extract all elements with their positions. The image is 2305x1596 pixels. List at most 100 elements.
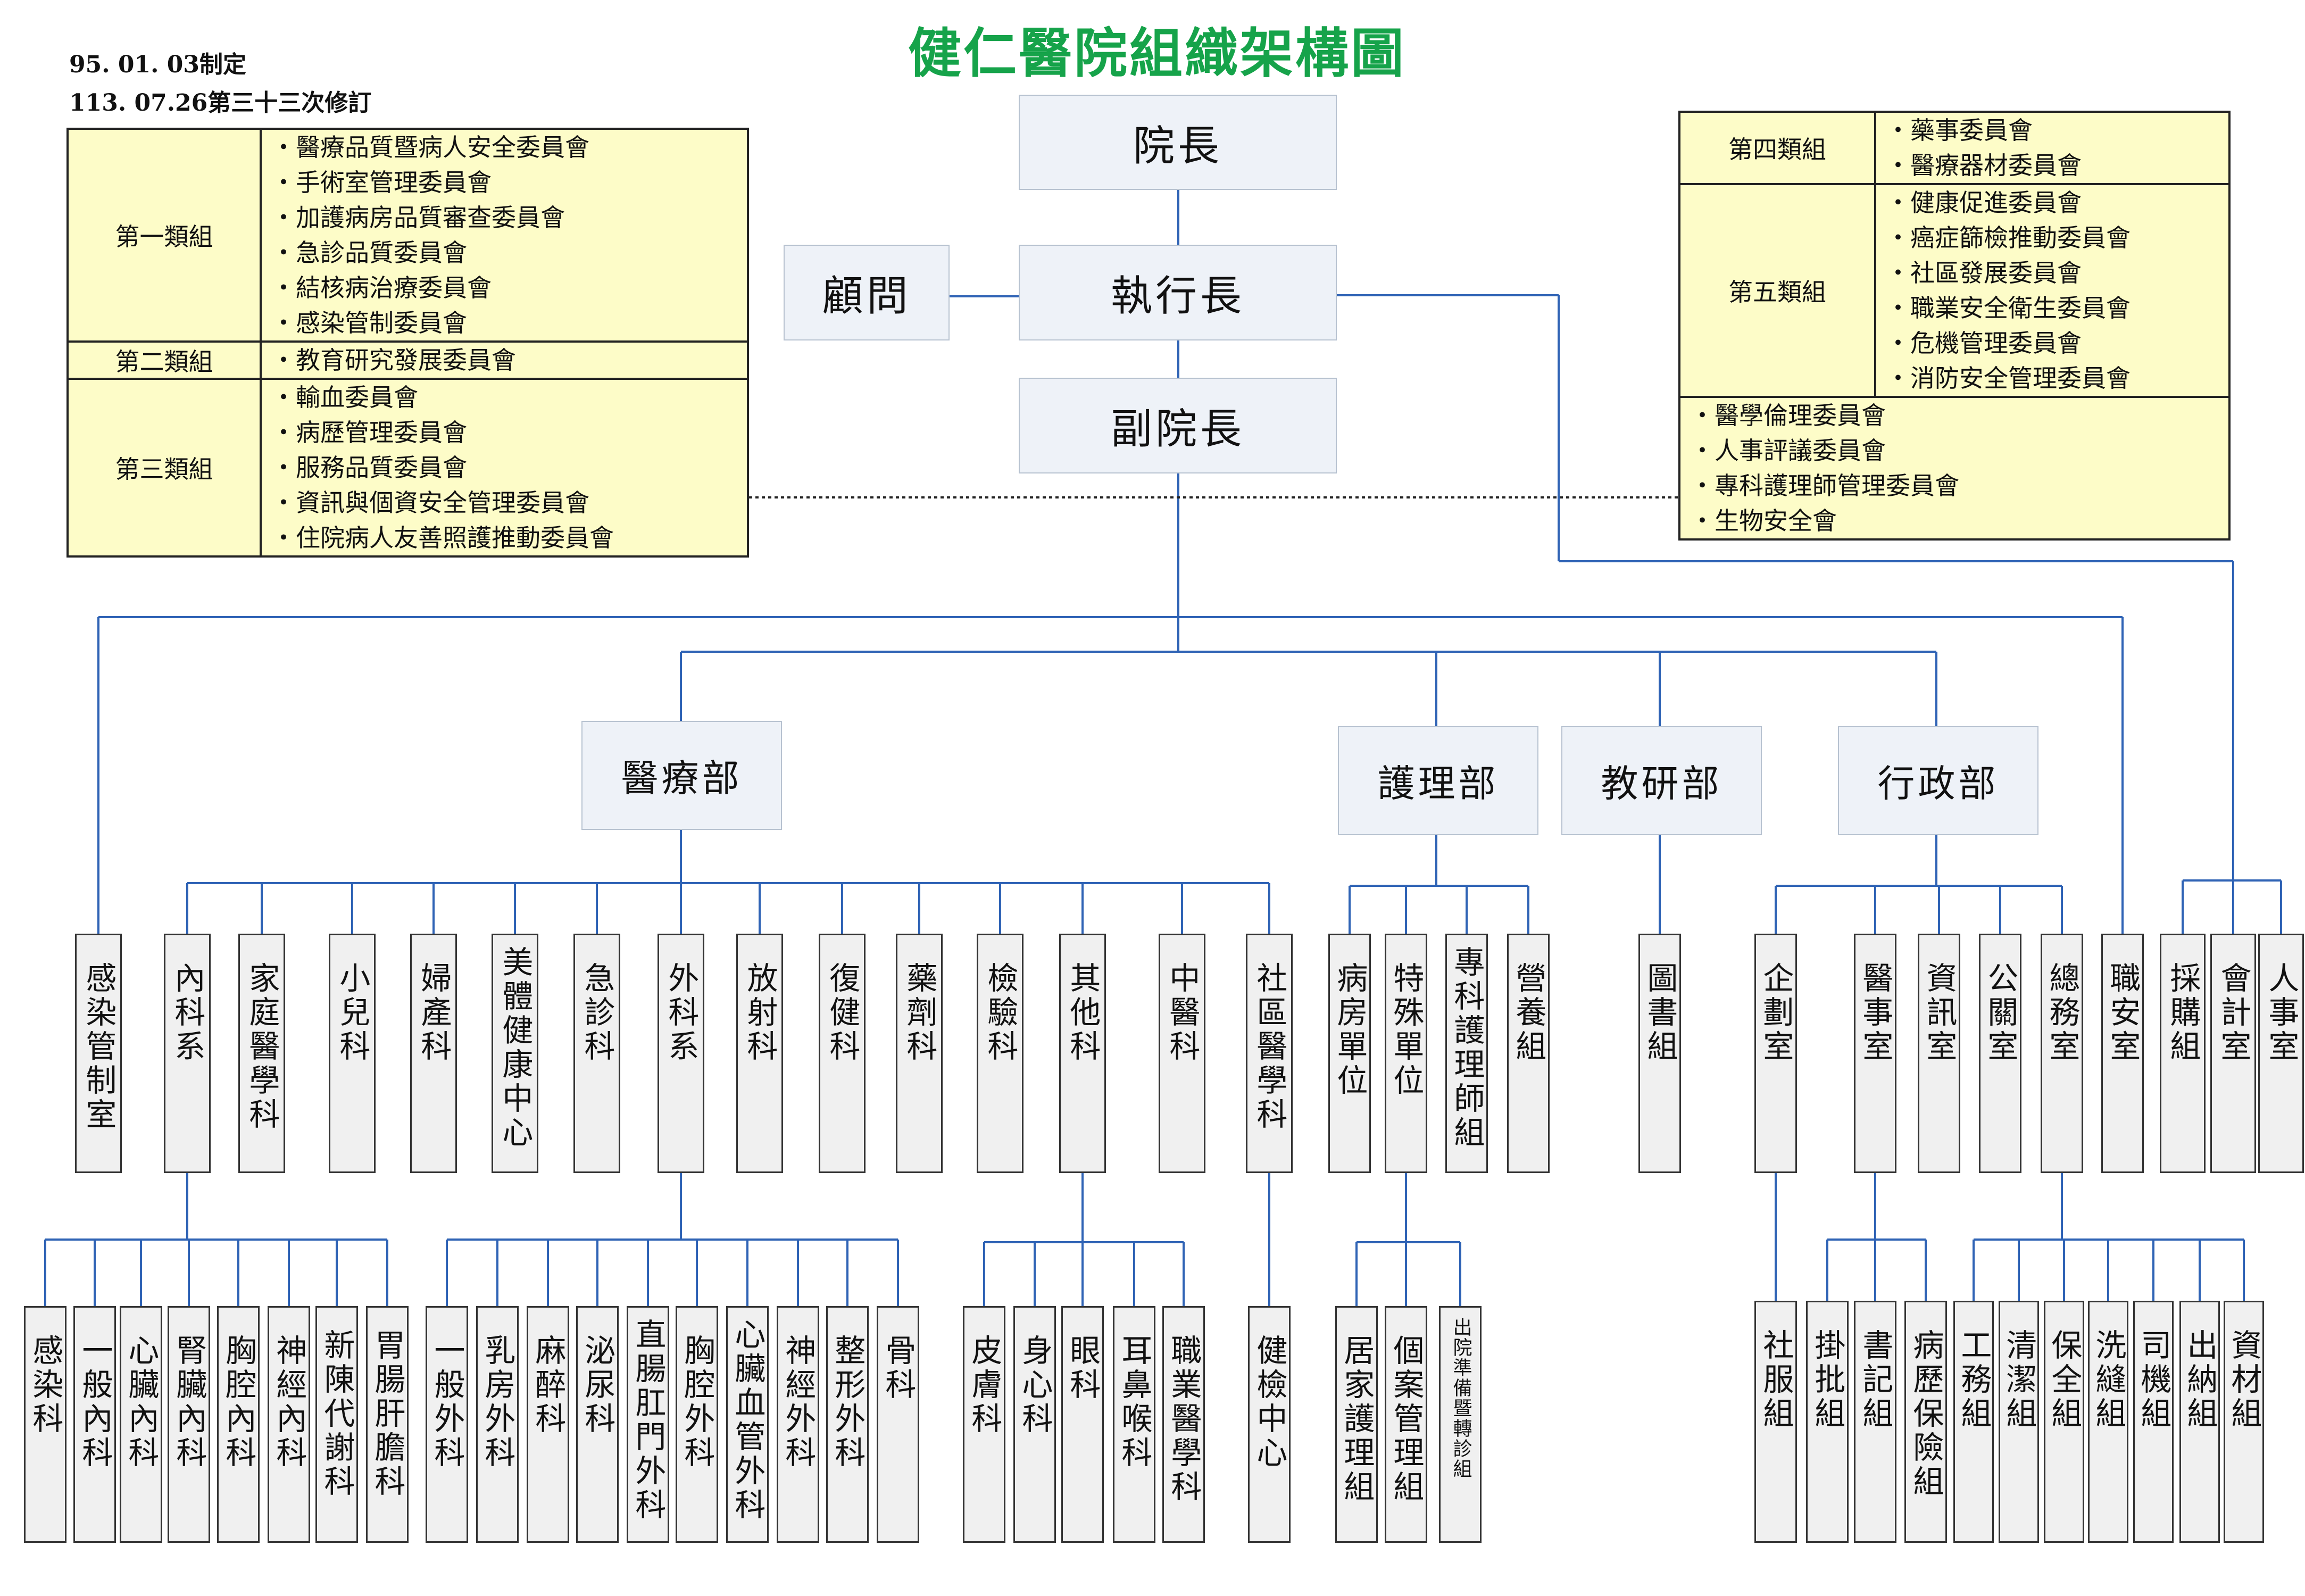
subunit-surgery: 骨科: [877, 1306, 919, 1543]
unit-nursing: 營養組: [1507, 934, 1550, 1173]
group-label: 第四類組: [1678, 111, 1876, 185]
president-box: 院長: [1019, 95, 1337, 190]
unit-label: 中醫科: [1164, 962, 1201, 1064]
committee-group-row: 第五類組 ・健康促進委員會 ・癌症篩檢推動委員會 ・社區發展委員會 ・職業安全衛…: [1678, 183, 2231, 398]
unit-medical: 其他科: [1059, 934, 1106, 1173]
unit-label: 整形外科: [829, 1334, 866, 1470]
committee-item: ・健康促進委員會: [1886, 188, 2082, 217]
subunit-other: 皮膚科: [963, 1306, 1005, 1543]
subunit-surgery: 胸腔外科: [676, 1306, 718, 1543]
unit-label: 檢驗科: [982, 962, 1019, 1064]
unit-label: 洗縫組: [2090, 1329, 2127, 1431]
committee-item: ・輸血委員會: [271, 383, 418, 412]
unit-medical: 急診科: [573, 934, 620, 1173]
unit-medical: 社區醫學科: [1246, 934, 1293, 1173]
unit-label: 腎臟內科: [171, 1334, 207, 1470]
subunit-internal: 心臟內科: [120, 1306, 162, 1543]
unit-medical: 放射科: [736, 934, 783, 1173]
unit-label: 放射科: [742, 962, 778, 1064]
subunit-other: 耳鼻喉科: [1113, 1306, 1155, 1543]
unit-label: 一般外科: [429, 1334, 465, 1470]
committee-item: ・手術室管理委員會: [271, 168, 492, 197]
dept-research: 教研部: [1561, 726, 1762, 835]
unit-label: 公關室: [1982, 962, 2019, 1064]
unit-medical: 檢驗科: [977, 934, 1023, 1173]
committee-item: ・加護病房品質審查委員會: [271, 203, 565, 232]
unit-medical: 復健科: [819, 934, 866, 1173]
unit-admin: 公關室: [1979, 934, 2021, 1173]
unit-label: 神經外科: [780, 1334, 817, 1470]
dept-medical: 醫療部: [581, 721, 782, 830]
unit-label: 病房單位: [1332, 962, 1368, 1098]
unit-ceo: 人事室: [2258, 934, 2304, 1173]
unit-label: 急診科: [579, 962, 615, 1064]
committee-item: ・消防安全管理委員會: [1886, 364, 2131, 393]
unit-label: 胸腔內科: [220, 1334, 257, 1470]
unit-nursing: 病房單位: [1328, 934, 1371, 1173]
committee-group-row: ・醫學倫理委員會 ・人事評議委員會 ・專科護理師管理委員會 ・生物安全會: [1678, 396, 2231, 541]
unit-label: 胸腔外科: [679, 1334, 715, 1470]
unit-label: 皮膚科: [966, 1334, 1003, 1436]
committee-item: ・資訊與個資安全管理委員會: [271, 488, 589, 517]
unit-medical: 內科系: [164, 934, 211, 1173]
subunit-special: 居家護理組: [1335, 1306, 1378, 1543]
unit-label: 內科系: [169, 962, 206, 1064]
committee-item: ・癌症篩檢推動委員會: [1886, 223, 2131, 252]
unit-label: 直腸肛門外科: [630, 1318, 667, 1523]
subunit-general: 保全組: [2044, 1301, 2084, 1543]
unit-label: 司機組: [2135, 1329, 2172, 1431]
unit-label: 個案管理組: [1388, 1334, 1425, 1504]
subunit-general: 洗縫組: [2088, 1301, 2128, 1543]
committee-item: ・感染管制委員會: [271, 309, 467, 337]
committee-item: ・住院病人友善照護推動委員會: [271, 523, 614, 552]
unit-label: 感染科: [27, 1334, 64, 1436]
committee-list: ・輸血委員會 ・病歷管理委員會 ・服務品質委員會 ・資訊與個資安全管理委員會 ・…: [260, 378, 749, 558]
subunit-surgery: 泌尿科: [576, 1306, 619, 1543]
unit-ceo: 會計室: [2210, 934, 2256, 1173]
unit-label: 出院準備暨轉診組: [1450, 1317, 1472, 1479]
revision-date: 113. 07.26第三十三次修訂: [69, 89, 372, 117]
ceo-box: 執行長: [1019, 245, 1337, 340]
unit-label: 職安室: [2104, 962, 2141, 1064]
unit-label: 社服組: [1758, 1329, 1794, 1431]
unit-label: 營養組: [1510, 962, 1547, 1064]
unit-label: 復健科: [824, 962, 861, 1064]
unit-admin: 醫事室: [1854, 934, 1896, 1173]
committee-item: ・生物安全會: [1690, 506, 1837, 535]
unit-label: 心臟內科: [123, 1334, 160, 1470]
unit-label: 醫事室: [1857, 962, 1894, 1064]
unit-label: 專科護理師組: [1449, 946, 1485, 1150]
unit-label: 居家護理組: [1338, 1334, 1375, 1504]
unit-research: 圖書組: [1638, 934, 1681, 1173]
unit-medical: 婦產科: [410, 934, 457, 1173]
committee-list: ・健康促進委員會 ・癌症篩檢推動委員會 ・社區發展委員會 ・職業安全衛生委員會 …: [1874, 183, 2231, 398]
unit-label: 掛批組: [1809, 1329, 1846, 1431]
unit-label: 保全組: [2046, 1329, 2083, 1431]
subunit-community: 健檢中心: [1248, 1306, 1291, 1543]
unit-infection-control: 感染管制室: [75, 934, 122, 1173]
subunit-medaffairs: 病歷保險組: [1904, 1301, 1947, 1543]
unit-label: 心臟血管外科: [729, 1318, 766, 1523]
committee-group-row: 第二類組 ・教育研究發展委員會: [66, 340, 749, 380]
subunit-general: 清潔組: [1999, 1301, 2039, 1543]
unit-label: 企劃室: [1758, 962, 1794, 1064]
committee-item: ・服務品質委員會: [271, 453, 467, 482]
subunit-surgery: 整形外科: [826, 1306, 869, 1543]
unit-label: 工務組: [1955, 1329, 1992, 1431]
unit-label: 骨科: [880, 1334, 917, 1402]
subunit-surgery: 神經外科: [777, 1306, 819, 1543]
subunit-general: 資材組: [2224, 1301, 2264, 1543]
unit-label: 書記組: [1857, 1329, 1894, 1431]
unit-label: 特殊單位: [1388, 962, 1425, 1098]
committee-list: ・醫學倫理委員會 ・人事評議委員會 ・專科護理師管理委員會 ・生物安全會: [1678, 396, 2231, 541]
committee-item: ・藥事委員會: [1886, 116, 2033, 145]
subunit-internal: 胸腔內科: [217, 1306, 260, 1543]
committee-item: ・教育研究發展委員會: [271, 346, 516, 375]
subunit-special: 個案管理組: [1385, 1306, 1427, 1543]
unit-label: 社區醫學科: [1251, 962, 1288, 1132]
subunit-internal: 胃腸肝膽科: [366, 1306, 409, 1543]
subunit-internal: 神經內科: [268, 1306, 310, 1543]
subunit-special: 出院準備暨轉診組: [1439, 1306, 1482, 1543]
